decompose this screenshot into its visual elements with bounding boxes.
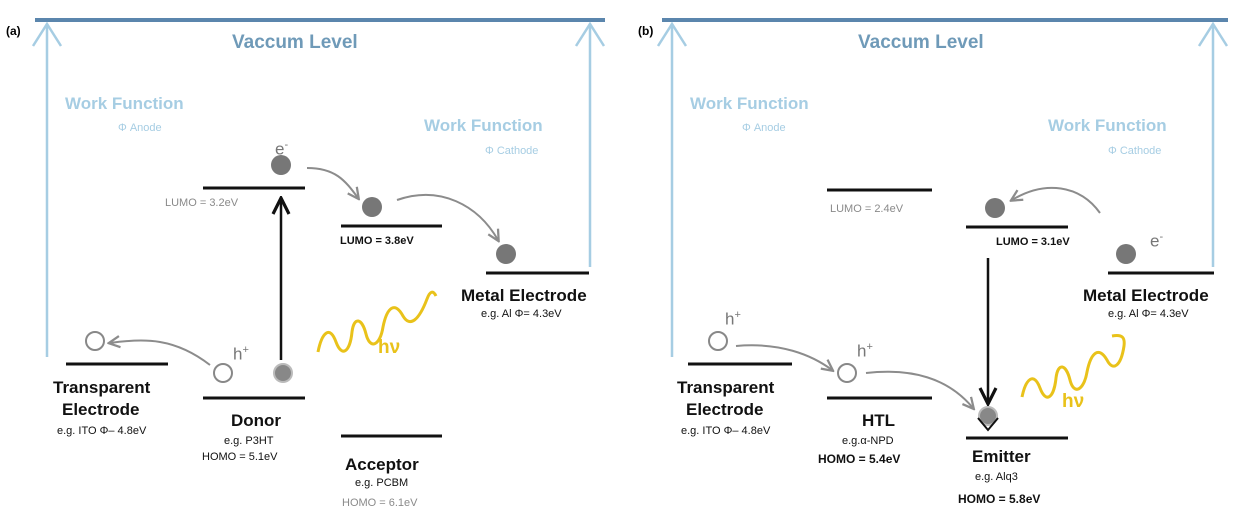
a-anode-phi-label: Φ Anode	[118, 122, 162, 134]
b-corner-tick	[977, 417, 999, 432]
a-metal-electrode-label: Metal Electrode	[461, 286, 587, 305]
a-acceptor-label: Acceptor	[345, 455, 419, 474]
b-emitter-example: e.g. Alq3	[975, 471, 1018, 483]
a-photon-label: hν	[378, 337, 401, 358]
a-hole-transparent	[85, 331, 105, 351]
b-metal-electrode-example: e.g. Al Φ= 4.3eV	[1108, 308, 1189, 320]
b-electron-symbol: e-	[1150, 231, 1164, 251]
a-donor-homo-label: HOMO = 5.1eV	[202, 451, 278, 463]
a-electron-symbol: e-	[275, 139, 289, 159]
a-hole-symbol: h+	[233, 344, 249, 364]
b-htl-hole-symbol: h+	[857, 341, 873, 361]
a-cathode-phi-label: Φ Cathode	[485, 145, 539, 157]
a-transparent-electrode-label-1: Transparent	[53, 378, 151, 397]
b-htl-homo-label: HOMO = 5.4eV	[818, 452, 901, 466]
a-acceptor-example: e.g. PCBM	[355, 477, 409, 489]
a-cathode-work-function-label: Work Function	[424, 116, 543, 135]
b-hole-injection-arrow	[735, 344, 832, 370]
b-hole-htl	[837, 363, 857, 383]
b-anode-hole-symbol: h+	[725, 309, 741, 329]
a-donor-lumo-label: LUMO = 3.2eV	[165, 197, 239, 209]
b-ito-example: e.g. ITO Φ– 4.8eV	[681, 425, 771, 437]
b-vacuum-level-label: Vaccum Level	[858, 32, 984, 53]
b-hole-anode	[708, 331, 728, 351]
b-cathode-work-function-arrow	[1197, 21, 1229, 267]
b-anode-work-function-arrow	[656, 21, 688, 357]
b-exciton-emitter	[978, 406, 998, 426]
b-cathode-work-function-label: Work Function	[1048, 116, 1167, 135]
b-emitter-label: Emitter	[972, 447, 1031, 466]
b-photon-wave	[1020, 334, 1126, 399]
b-emitter-lumo-label: LUMO = 3.1eV	[996, 236, 1070, 248]
b-htl-label: HTL	[862, 411, 896, 430]
b-emitter-homo-label: HOMO = 5.8eV	[958, 492, 1041, 506]
a-acceptor-homo-label: HOMO = 6.1eV	[342, 497, 418, 509]
a-electron-donor	[271, 155, 291, 175]
b-photon-label: hν	[1062, 391, 1085, 412]
b-cathode-phi-label: Φ Cathode	[1108, 145, 1162, 157]
b-transparent-electrode-label-1: Transparent	[677, 378, 775, 397]
b-metal-electrode-label: Metal Electrode	[1083, 286, 1209, 305]
a-anode-work-function-label: Work Function	[65, 94, 184, 113]
a-exciton-donor	[273, 363, 293, 383]
a-acceptor-lumo-label: LUMO = 3.8eV	[340, 235, 414, 247]
b-electron-emitter	[985, 198, 1005, 218]
b-panel-label: (b)	[638, 24, 654, 38]
b-hole-transport-arrow	[865, 370, 973, 408]
a-electron-acceptor	[362, 197, 382, 217]
a-electron-transfer-arrow-1	[306, 167, 358, 198]
a-panel-label: (a)	[6, 24, 21, 38]
a-metal-electrode-example: e.g. Al Φ= 4.3eV	[481, 308, 562, 320]
b-htl-lumo-label: LUMO = 2.4eV	[830, 203, 904, 215]
b-electron-injection-arrow	[1012, 187, 1101, 214]
b-htl-example: e.g.α-NPD	[842, 435, 894, 447]
a-vacuum-level-label: Vaccum Level	[232, 32, 358, 53]
a-donor-example: e.g. P3HT	[224, 435, 274, 447]
a-electron-transfer-arrow-2	[396, 194, 498, 240]
a-anode-work-function-arrow	[31, 21, 63, 357]
b-transparent-electrode-label-2: Electrode	[686, 400, 764, 419]
b-anode-phi-label: Φ Anode	[742, 122, 786, 134]
a-transparent-electrode-label-2: Electrode	[62, 400, 140, 419]
a-hole-transfer-arrow	[110, 340, 211, 366]
a-hole-donor	[213, 363, 233, 383]
b-electron-metal	[1116, 244, 1136, 264]
a-ito-example: e.g. ITO Φ– 4.8eV	[57, 425, 147, 437]
a-photon-wave	[316, 290, 438, 353]
a-cathode-work-function-arrow	[574, 21, 606, 267]
a-electron-metal	[496, 244, 516, 264]
a-donor-label: Donor	[231, 411, 282, 430]
b-anode-work-function-label: Work Function	[690, 94, 809, 113]
